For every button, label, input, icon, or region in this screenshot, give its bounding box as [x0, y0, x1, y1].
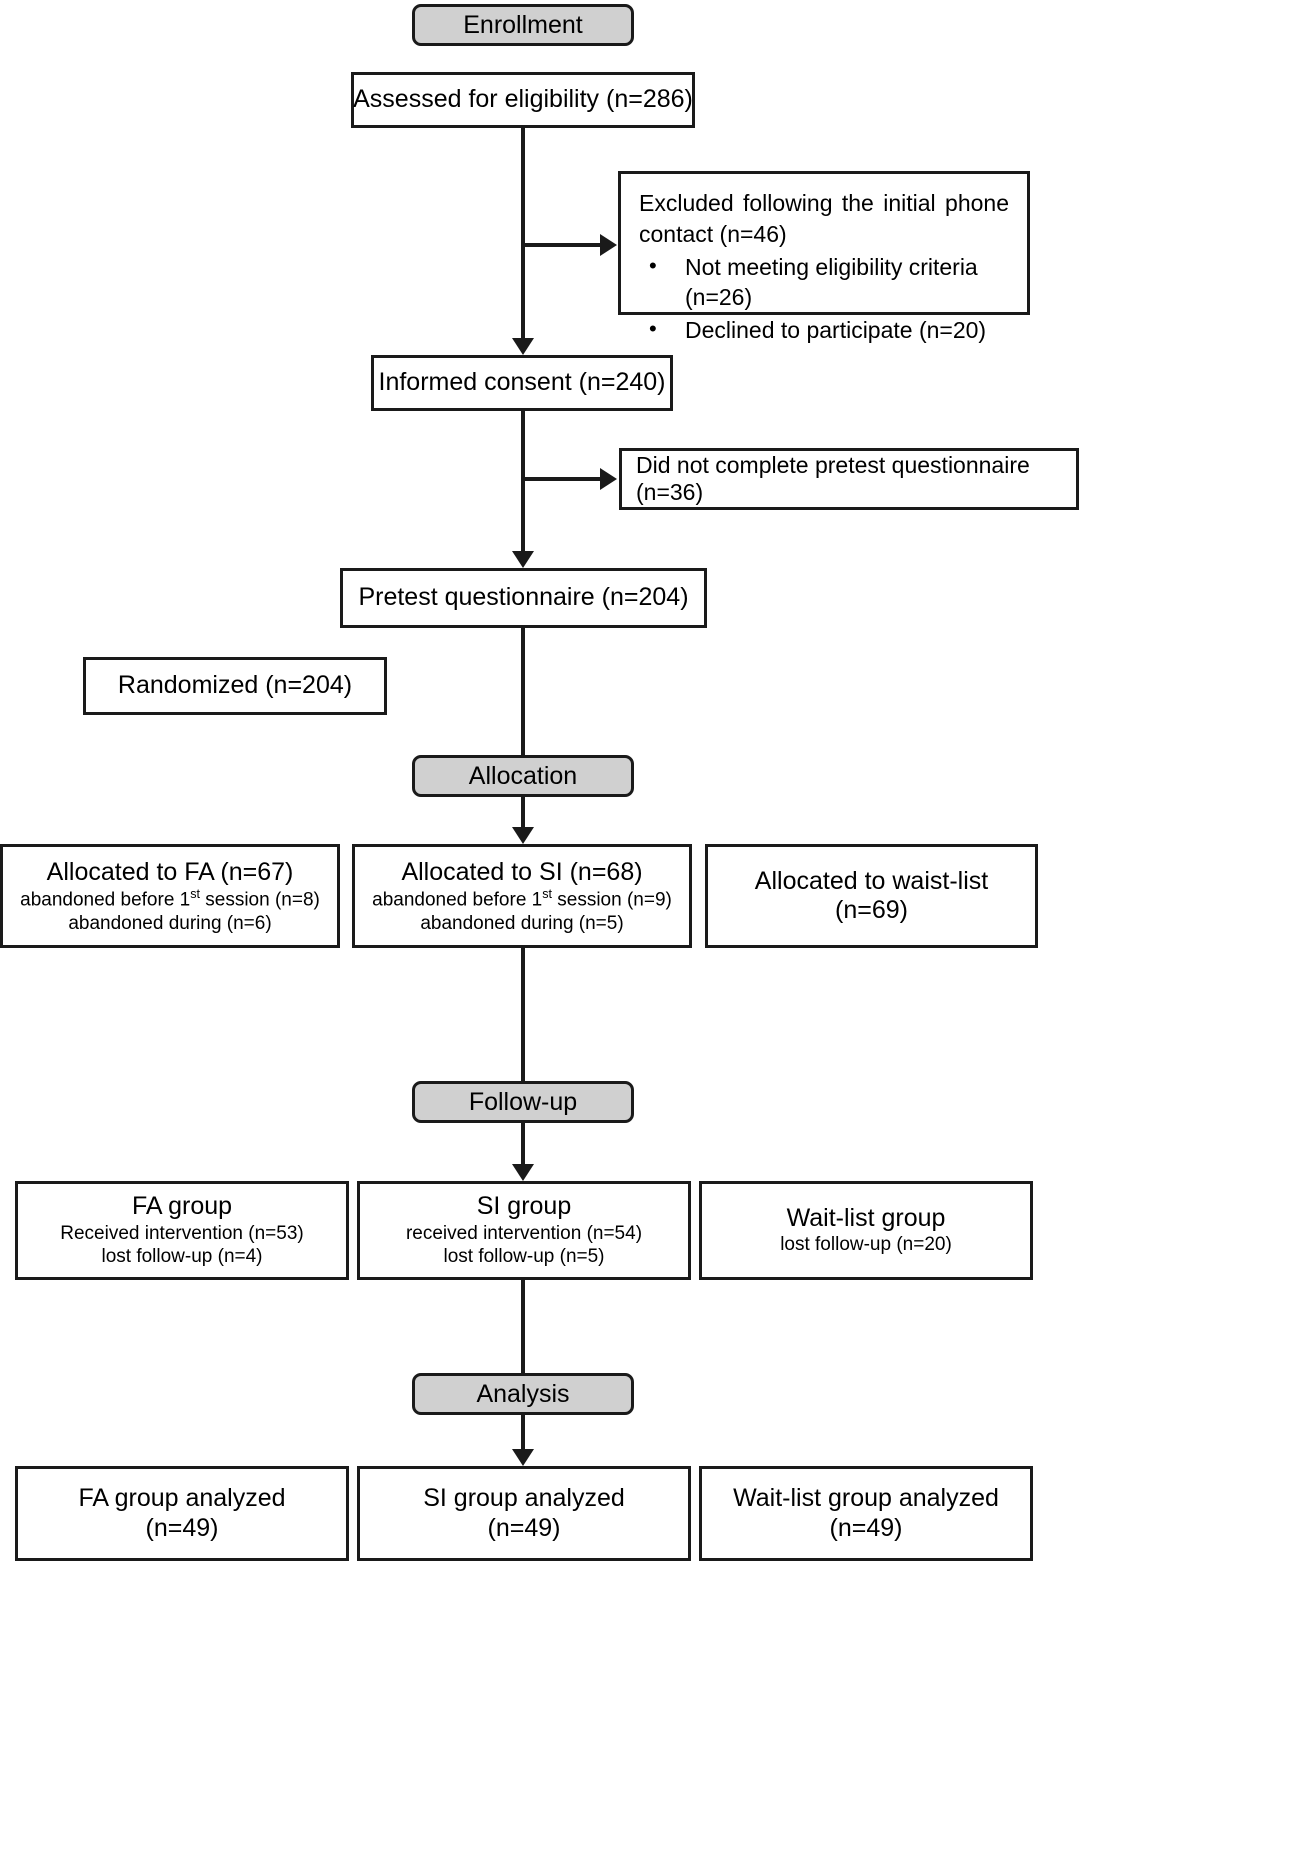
- allocated-fa-sub-2: abandoned during (n=6): [68, 913, 272, 935]
- allocated-fa-title: Allocated to FA (n=67): [46, 857, 294, 886]
- pretest-label: Pretest questionnaire (n=204): [358, 583, 689, 612]
- analysis-si-line-2: (n=49): [487, 1513, 561, 1542]
- excluded-reason-item: Declined to participate (n=20): [639, 314, 1009, 346]
- informed-consent-label: Informed consent (n=240): [378, 368, 666, 397]
- node-analysis-fa: FA group analyzed (n=49): [15, 1466, 349, 1561]
- stage-label-allocation: Allocation: [468, 761, 578, 790]
- node-excluded-after-phone-contact: Excluded following the initial phone con…: [618, 171, 1030, 344]
- followup-si-sub-1: received intervention (n=54): [405, 1222, 643, 1244]
- node-assessed-for-eligibility: Assessed for eligibility (n=286): [351, 72, 695, 128]
- node-analysis-waitlist: Wait-list group analyzed (n=49): [699, 1466, 1033, 1561]
- node-allocated-si: Allocated to SI (n=68) abandoned before …: [352, 844, 692, 948]
- node-allocated-fa: Allocated to FA (n=67) abandoned before …: [0, 844, 340, 948]
- allocated-fa-sub-1: abandoned before 1st session (n=8): [20, 887, 320, 911]
- analysis-waitlist-line-1: Wait-list group analyzed: [733, 1484, 999, 1512]
- randomized-label: Randomized (n=204): [117, 671, 353, 700]
- node-followup-fa: FA group Received intervention (n=53) lo…: [15, 1181, 349, 1280]
- arrowhead-to-informed-consent: [512, 338, 534, 355]
- excluded-line-2: contact (n=46): [639, 220, 787, 247]
- connector-allocation-to-followup: [521, 948, 525, 1084]
- analysis-fa-line-1: FA group analyzed: [78, 1484, 286, 1512]
- stage-banner-analysis: Analysis: [412, 1373, 634, 1415]
- connector-pretest-to-allocation: [521, 628, 525, 758]
- stage-banner-allocation: Allocation: [412, 755, 634, 797]
- stage-label-enrollment: Enrollment: [463, 10, 583, 39]
- stage-label-analysis: Analysis: [476, 1379, 570, 1408]
- excluded-reason-list: Not meeting eligibility criteria (n=26) …: [639, 251, 1009, 346]
- excluded-line-1: Excluded following the initial phone: [639, 190, 1009, 216]
- did-not-complete-label: Did not complete pretest questionnaire (…: [636, 452, 1030, 505]
- connector-consent-to-pretest: [521, 411, 525, 561]
- allocated-si-sub-1: abandoned before 1st session (n=9): [372, 887, 672, 911]
- followup-si-sub-2: lost follow-up (n=5): [443, 1246, 605, 1268]
- node-pretest-questionnaire: Pretest questionnaire (n=204): [340, 568, 707, 628]
- arrowhead-to-si-allocated: [512, 827, 534, 844]
- connector-to-did-not-complete: [523, 477, 603, 481]
- arrowhead-to-excluded-box: [600, 234, 617, 256]
- node-allocated-waitlist: Allocated to waist-list (n=69): [705, 844, 1038, 948]
- followup-fa-sub-1: Received intervention (n=53): [60, 1222, 304, 1244]
- allocated-waitlist-title-line-1: Allocated to waist-list: [754, 866, 989, 895]
- stage-banner-enrollment: Enrollment: [412, 4, 634, 46]
- connector-assessed-to-consent: [521, 128, 525, 348]
- arrowhead-to-si-analyzed: [512, 1449, 534, 1466]
- arrowhead-to-pretest: [512, 551, 534, 568]
- connector-followup-to-analysis: [521, 1280, 525, 1374]
- followup-fa-title: FA group: [131, 1192, 233, 1220]
- analysis-waitlist-line-2: (n=49): [829, 1513, 903, 1542]
- analysis-si-line-1: SI group analyzed: [423, 1484, 625, 1512]
- stage-label-followup: Follow-up: [468, 1087, 578, 1116]
- followup-fa-sub-2: lost follow-up (n=4): [101, 1246, 263, 1268]
- assessed-label: Assessed for eligibility (n=286): [353, 85, 693, 114]
- connector-to-excluded-box: [523, 243, 603, 247]
- allocated-waitlist-title-line-2: (n=69): [835, 896, 908, 924]
- connector-analysis-to-si-analyzed: [521, 1415, 525, 1460]
- node-analysis-si: SI group analyzed (n=49): [357, 1466, 691, 1561]
- followup-waitlist-title: Wait-list group: [786, 1203, 946, 1232]
- followup-waitlist-sub-1: lost follow-up (n=20): [780, 1234, 952, 1256]
- arrowhead-to-si-group: [512, 1164, 534, 1181]
- arrowhead-to-did-not-complete: [600, 468, 617, 490]
- stage-banner-followup: Follow-up: [412, 1081, 634, 1123]
- node-did-not-complete-pretest: Did not complete pretest questionnaire (…: [619, 448, 1079, 510]
- node-informed-consent: Informed consent (n=240): [371, 355, 673, 411]
- analysis-fa-line-2: (n=49): [145, 1513, 219, 1542]
- excluded-reason-item: Not meeting eligibility criteria (n=26): [639, 251, 1009, 314]
- followup-si-title: SI group: [476, 1192, 572, 1220]
- node-randomized: Randomized (n=204): [83, 657, 387, 715]
- connector-followup-to-si-group: [521, 1123, 525, 1175]
- node-followup-waitlist: Wait-list group lost follow-up (n=20): [699, 1181, 1033, 1280]
- allocated-si-sub-2: abandoned during (n=5): [420, 913, 624, 935]
- allocated-si-title: Allocated to SI (n=68): [401, 857, 643, 886]
- connector-allocation-to-si: [521, 797, 525, 839]
- node-followup-si: SI group received intervention (n=54) lo…: [357, 1181, 691, 1280]
